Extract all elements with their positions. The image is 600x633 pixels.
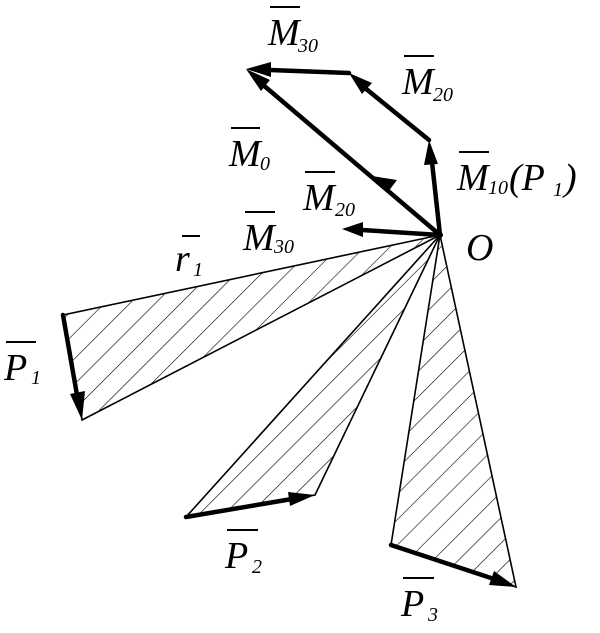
- svg-text:P: P: [3, 347, 27, 389]
- label-m10: M 10 (P 1 ): [456, 151, 577, 201]
- label-o: O: [466, 227, 493, 269]
- svg-text:1: 1: [31, 367, 41, 389]
- vector-m0: [246, 69, 443, 238]
- svg-text:30: 30: [297, 35, 318, 57]
- svg-text:P: P: [400, 583, 424, 625]
- vector-m30-top: [246, 62, 352, 77]
- svg-text:1: 1: [193, 259, 203, 281]
- svg-text:1: 1: [553, 179, 563, 201]
- point-o: [437, 232, 443, 238]
- svg-text:0: 0: [260, 153, 270, 175]
- svg-text:M: M: [228, 133, 263, 175]
- vector-m20-mid: [342, 222, 443, 238]
- vector-p3: [388, 542, 516, 587]
- label-p1: P 1: [3, 341, 41, 389]
- svg-text:M: M: [456, 157, 491, 199]
- svg-text:M: M: [242, 217, 277, 259]
- svg-text:(P: (P: [509, 157, 545, 199]
- label-p3: P 3: [400, 577, 438, 626]
- label-m0: M 0: [228, 127, 270, 175]
- label-r1: r 1: [175, 235, 203, 281]
- label-m30-top: M 30: [267, 6, 318, 57]
- svg-text:2: 2: [252, 556, 262, 578]
- svg-text:O: O: [466, 227, 493, 269]
- svg-text:M: M: [302, 177, 337, 219]
- svg-text:M: M: [401, 61, 436, 103]
- label-m30-mid: M 30: [242, 211, 294, 259]
- vector-p2: [183, 492, 315, 520]
- label-p2: P 2: [224, 529, 262, 578]
- svg-text:P: P: [224, 535, 248, 577]
- svg-text:M: M: [267, 12, 302, 54]
- vector-p1: [60, 312, 85, 420]
- svg-text:r: r: [175, 238, 190, 280]
- svg-text:): ): [562, 157, 577, 199]
- svg-text:3: 3: [427, 604, 438, 626]
- svg-text:30: 30: [273, 236, 294, 258]
- svg-text:10: 10: [488, 177, 508, 199]
- vector-m10: [424, 140, 443, 238]
- svg-text:20: 20: [335, 199, 355, 221]
- label-m20-mid: M 20: [302, 171, 355, 221]
- svg-text:20: 20: [433, 84, 453, 106]
- label-m20-top: M 20: [401, 55, 453, 106]
- vector-m20-top: [349, 73, 432, 143]
